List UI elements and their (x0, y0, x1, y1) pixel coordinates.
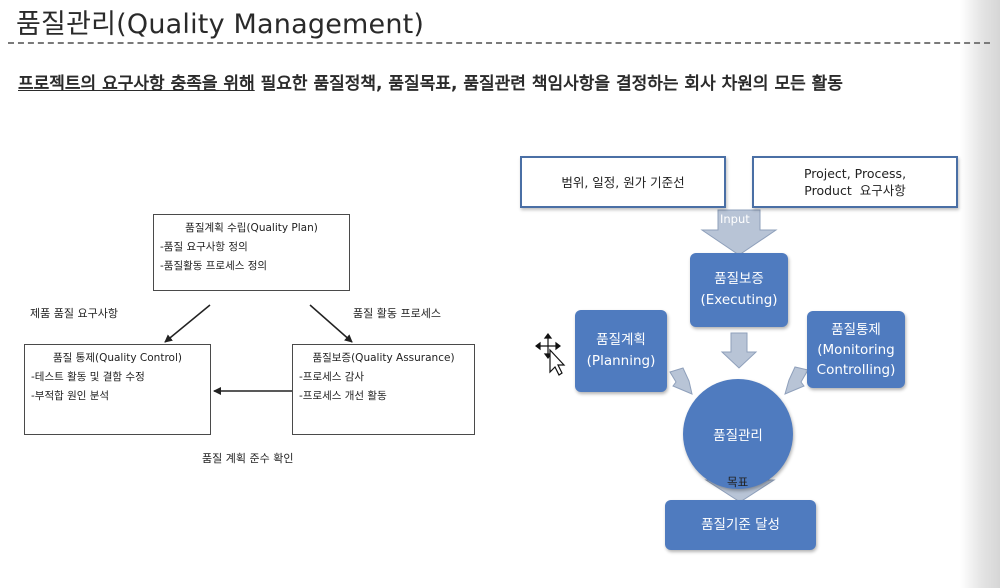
quality-plan-item: -품질 요구사항 정의 (160, 241, 248, 253)
planning-subtitle: (Planning) (586, 353, 656, 369)
quality-management-node: 품질관리 (683, 379, 793, 489)
right-edge-shade (960, 0, 1000, 588)
arrow-monitoring-to-center (784, 366, 809, 395)
arrow-plan-to-control (164, 304, 211, 343)
quality-plan-item: -품질활동 프로세스 정의 (160, 260, 268, 272)
definition-rest: 필요한 품질정책, 품질목표, 품질관련 책임사항을 결정하는 회사 차원의 모… (254, 74, 843, 94)
quality-control-item: -부적합 원인 분석 (31, 390, 110, 402)
executing-title: 품질보증 (714, 271, 764, 287)
result-node: 품질기준 달성 (665, 500, 816, 550)
input-arrow (700, 209, 778, 256)
arrow-plan-to-assurance (309, 304, 353, 343)
monitoring-title: 품질통제 (831, 321, 881, 338)
quality-assurance-title: 품질보증(Quality Assurance) (312, 352, 455, 364)
requirements-line: Product 요구사항 (804, 183, 906, 198)
monitoring-node: 품질통제 (Monitoring Controlling) (807, 311, 905, 388)
label-product-requirements: 제품 품질 요구사항 (30, 307, 118, 320)
title-divider (8, 42, 990, 44)
quality-control-title: 품질 통제(Quality Control) (53, 352, 182, 364)
quality-assurance-item: -프로세스 감사 (299, 371, 365, 383)
page-title: 품질관리(Quality Management) (16, 9, 425, 40)
label-plan-compliance: 품질 계획 준수 확인 (202, 452, 294, 465)
executing-node: 품질보증 (Executing) (690, 253, 788, 327)
quality-control-box: 품질 통제(Quality Control) -테스트 활동 및 결함 수정 -… (24, 344, 211, 435)
planning-title: 품질계획 (596, 332, 646, 348)
arrow-executing-down (720, 332, 758, 369)
monitoring-subtitle: Controlling) (816, 361, 896, 378)
label-quality-process: 품질 활동 프로세스 (353, 307, 441, 320)
quality-control-item: -테스트 활동 및 결함 수정 (31, 371, 145, 383)
definition-text: 프로젝트의 요구사항 충족을 위해 필요한 품질정책, 품질목표, 품질관련 책… (18, 72, 973, 97)
requirements-line: Project, Process, (803, 166, 907, 181)
baseline-box: 범위, 일정, 원가 기준선 (520, 156, 726, 208)
quality-assurance-item: -프로세스 개선 활동 (299, 390, 387, 402)
requirements-box: Project, Process, Product 요구사항 (752, 156, 958, 208)
planning-node: 품질계획 (Planning) (575, 310, 667, 392)
executing-subtitle: (Executing) (700, 292, 778, 308)
definition-lead: 프로젝트의 요구사항 충족을 위해 (18, 74, 255, 94)
monitoring-subtitle: (Monitoring (817, 341, 895, 358)
quality-plan-title: 품질계획 수립(Quality Plan) (185, 222, 318, 234)
arrow-planning-to-center (669, 367, 693, 395)
quality-assurance-box: 품질보증(Quality Assurance) -프로세스 감사 -프로세스 개… (292, 344, 475, 435)
goal-label: 목표 (727, 475, 749, 489)
quality-plan-box: 품질계획 수립(Quality Plan) -품질 요구사항 정의 -품질활동 … (153, 214, 350, 291)
input-label: Input (720, 212, 750, 226)
